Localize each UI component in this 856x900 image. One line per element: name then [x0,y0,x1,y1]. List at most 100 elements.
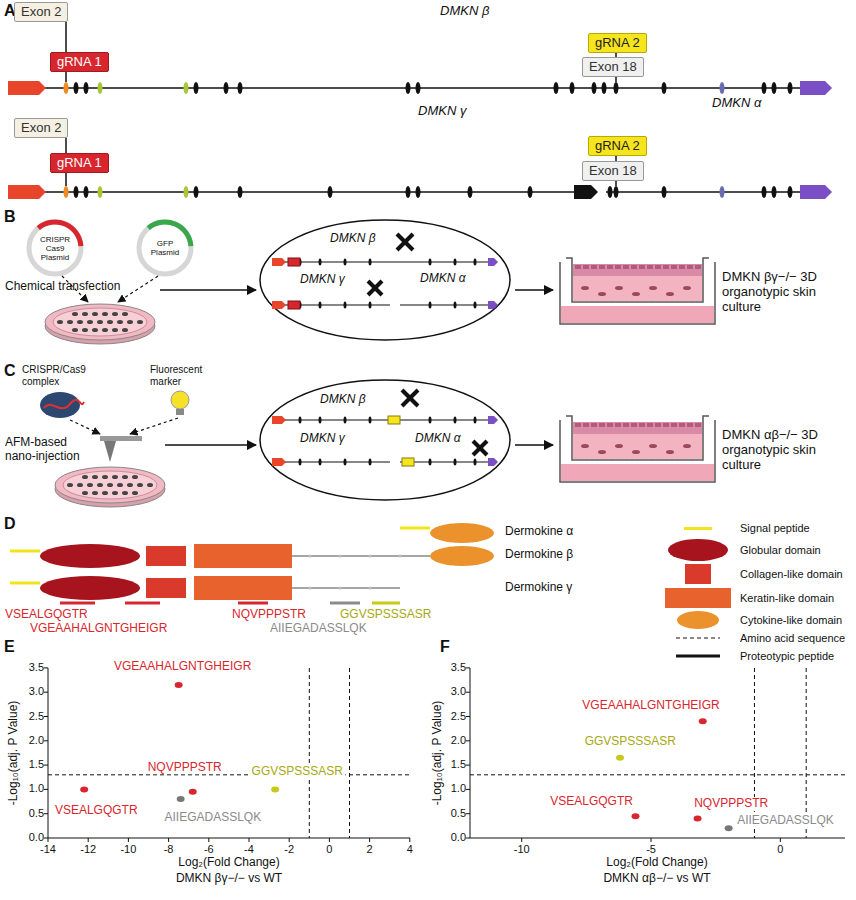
fibroblast [666,292,674,296]
tick [651,838,652,842]
marker-bulb [171,391,189,409]
tick [168,838,169,842]
exon-mark [454,458,457,465]
axis-title: -Log₁₀(adj. P Value) [7,701,21,806]
cell [82,491,88,495]
cell [92,328,98,332]
box-label: Exon 18 [589,59,637,74]
cut-site-line [65,173,67,186]
axis-title: -Log₁₀(adj. P Value) [431,701,445,806]
data-point [694,816,702,822]
exon-arrow [272,458,286,466]
legend-item: Collagen-like domain [660,562,843,586]
exon-mark [184,186,189,198]
exon-mark [570,82,575,94]
cell [132,491,138,495]
fibroblast [598,450,606,454]
cell [122,328,128,332]
tick [44,838,48,839]
grna-mark [288,258,300,266]
guide-connector [65,138,67,153]
culture-medium [561,306,714,323]
tick [409,838,410,842]
grna-box: gRNA 1 [50,52,109,72]
panel-letter: E [4,638,15,656]
amino-acid-sequence [292,555,430,557]
exon-mark [788,82,793,94]
axis-tick: 2.0 [29,734,44,747]
axis-tick: 3.5 [451,661,466,674]
cell [72,328,78,332]
legend-item: Cytokine-like domain [660,608,842,632]
transfer-arrow [130,418,178,434]
legend-line [676,637,720,639]
exon-mark [772,82,777,94]
exon-mark [369,416,372,423]
legend-sample [660,644,736,668]
keratinocyte [647,423,653,427]
point-label: NQVPPPSTR [692,797,770,811]
axis-tick: 0.5 [451,807,466,820]
point-label: VGEAAHALGNTGHEIGR [580,699,721,713]
cell [117,320,123,324]
tick [466,716,470,717]
cut-site-line [65,72,67,82]
axis-tick: -12 [80,843,96,856]
legend-text: Amino acid sequence [740,632,845,644]
sequence-dot [369,587,372,590]
legend-sample [660,626,736,650]
reagent-label: CRISPR/Cas9 complex [22,364,102,387]
tick [466,765,470,766]
exon-mark [369,301,372,308]
exon-mark [194,186,199,198]
tick [466,789,470,790]
exon-mark [772,186,777,198]
exon-arrow [272,258,286,266]
data-point [189,789,197,795]
tick [369,838,370,842]
cell [137,320,143,324]
exon-mark [224,82,229,94]
sequence-dot [309,587,312,590]
axis-tick: 3.5 [29,661,44,674]
axis-tick: -8 [164,843,174,856]
tick [466,813,470,814]
membrane [573,460,702,461]
x-axis [48,838,410,839]
exon-mark [662,186,667,198]
culture-label: DMKN αβ−/− 3D organotypic skin culture [722,428,847,473]
culture-medium [561,464,714,481]
culture-label: DMKN βγ−/− 3D organotypic skin culture [722,270,847,315]
exon-mark [64,186,69,198]
tick [44,716,48,717]
keratinocyte [695,423,701,427]
globular-domain [40,576,140,600]
axis-tick: 3.0 [29,685,44,698]
exon-mark [762,82,767,94]
tick [466,667,470,668]
point-label: VGEAAHALGNTGHEIGR [112,660,253,674]
keratinocyte [623,423,629,427]
exon-mark [416,186,421,198]
axis-tick: -2 [284,843,294,856]
legend-swatch [685,564,711,584]
sequence-dot [309,555,312,558]
box-label: gRNA 2 [595,138,640,153]
keratinocyte [687,265,693,269]
peptide-label: VSEALGQGTR [5,608,88,622]
exon-mark [454,416,457,423]
tick [44,813,48,814]
legend-item: Keratin-like domain [660,586,834,610]
keratinocyte [599,265,605,269]
keratinocyte [639,423,645,427]
legend-line [676,655,720,658]
epidermis-layer [573,422,702,434]
grna-mark [402,458,414,466]
genome-ellipse [260,220,510,340]
threshold-line [754,668,755,838]
threshold-line [349,668,350,838]
axis-tick: -6 [204,843,214,856]
legend-text: Collagen-like domain [740,568,843,580]
culture-dish [63,471,157,499]
insert [566,416,709,460]
